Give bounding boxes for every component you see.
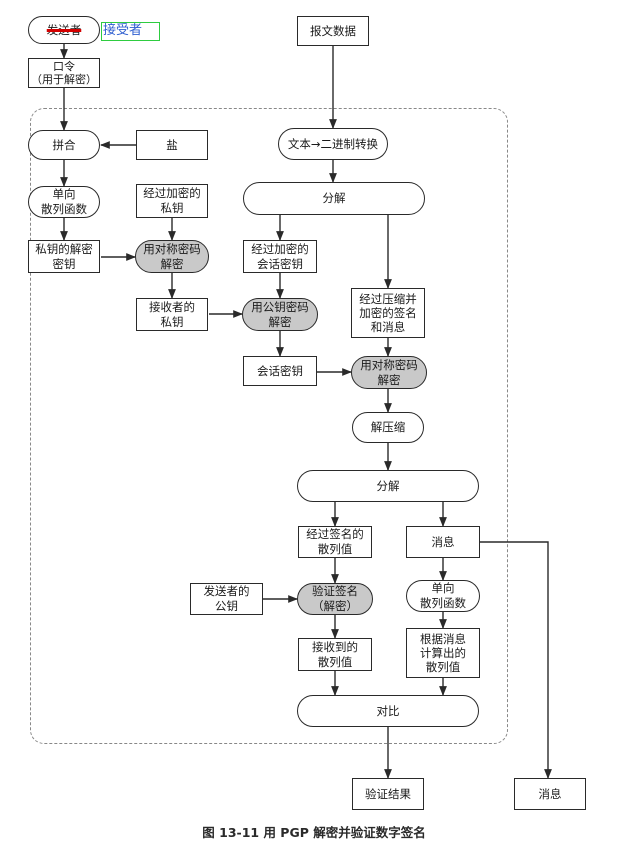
receiver-annotation: 接受者	[101, 22, 160, 41]
message-output-node: 消息	[514, 778, 586, 810]
combine-node: 拼合	[28, 130, 100, 160]
verify-signature-node: 验证签名 （解密）	[297, 583, 373, 615]
sender-node: 发送者	[28, 16, 100, 44]
dashed-receiver-region	[30, 108, 508, 744]
received-hash-node: 接收到的 散列值	[298, 638, 372, 671]
verify-result-node: 验证结果	[352, 778, 424, 810]
encrypted-session-key-node: 经过加密的 会话密钥	[243, 240, 317, 273]
private-key-decrypt-key-node: 私钥的解密 密钥	[28, 240, 100, 273]
session-key-node: 会话密钥	[243, 356, 317, 386]
sender-public-key-node: 发送者的 公钥	[190, 583, 263, 615]
encrypted-private-key-node: 经过加密的 私钥	[136, 184, 208, 218]
symmetric-decrypt-node-1: 用对称密码 解密	[135, 240, 209, 273]
message-node: 消息	[406, 526, 480, 558]
arrow-message-output	[480, 541, 552, 779]
decompress-node: 解压缩	[352, 412, 424, 443]
signed-hash-node: 经过签名的 散列值	[298, 526, 372, 558]
one-way-hash-node-1: 单向 散列函数	[28, 186, 100, 218]
compressed-encrypted-sig-msg-node: 经过压缩并 加密的签名 和消息	[351, 288, 425, 338]
split-node-2: 分解	[297, 470, 479, 502]
symmetric-decrypt-node-2: 用对称密码 解密	[351, 356, 427, 389]
message-data-node: 报文数据	[297, 16, 369, 46]
receiver-private-key-node: 接收者的 私钥	[136, 298, 208, 331]
sender-label: 发送者	[46, 22, 82, 37]
split-node-1: 分解	[243, 182, 425, 215]
figure-caption: 图 13-11 用 PGP 解密并验证数字签名	[202, 825, 426, 840]
compare-node: 对比	[297, 695, 479, 727]
password-node: 口令 （用于解密）	[28, 58, 100, 88]
one-way-hash-node-2: 单向 散列函数	[406, 580, 480, 612]
public-key-decrypt-node: 用公钥密码 解密	[242, 298, 318, 331]
text-to-binary-node: 文本→二进制转换	[278, 128, 388, 160]
salt-node: 盐	[136, 130, 208, 160]
computed-hash-node: 根据消息 计算出的 散列值	[406, 628, 480, 678]
